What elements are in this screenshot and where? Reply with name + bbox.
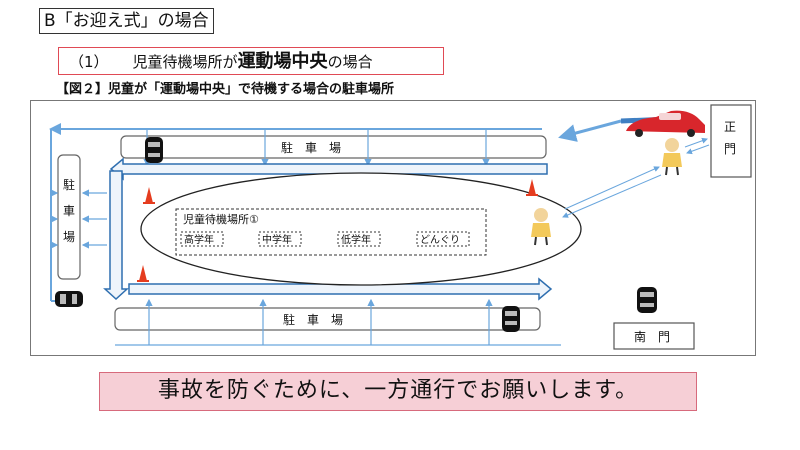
bottom-parking-label: 駐 車 場 [283, 312, 343, 327]
subtitle-suffix: の場合 [327, 53, 373, 71]
car-black-icon [145, 137, 163, 163]
top-parking-area: 駐 車 場 [120, 135, 547, 159]
traffic-cone-icon [526, 179, 538, 196]
page-title: B「お迎え式」の場合 [39, 8, 214, 34]
left-parking-char-2: 車 [63, 204, 75, 218]
south-gate-label: 南 門 [634, 329, 670, 344]
lower-lane-arrow [128, 277, 553, 301]
main-gate-char-1: 正 [724, 120, 736, 134]
waiting-area-box [175, 208, 487, 256]
parking-map-drawing: 駐 車 場 駐 車 場 駐 車 場 正 門 南 門 [49, 104, 752, 350]
walk-arrow-1 [562, 174, 662, 218]
grade-labels: 高学年 中学年 低学年 どんぐり [180, 231, 470, 247]
south-gate: 南 門 [613, 322, 695, 350]
left-parking-char-3: 場 [63, 230, 75, 244]
waiting-area-ellipse [140, 172, 582, 286]
grade-label-low: 低学年 [341, 233, 371, 246]
main-gate-char-2: 門 [724, 142, 736, 156]
subtitle-prefix: 児童待機場所が [132, 53, 238, 71]
bottom-parking-area: 駐 車 場 [114, 307, 541, 331]
grade-label-middle: 中学年 [262, 233, 292, 246]
car-black-icon [637, 287, 657, 313]
subtitle-emphasis: 運動場中央 [237, 51, 328, 72]
grade-label-donguri: どんぐり [420, 234, 460, 246]
child-icon [531, 208, 551, 246]
left-parking-char-1: 駐 [63, 177, 75, 192]
top-parking-label: 駐 車 場 [281, 140, 341, 155]
car-black-icon [55, 291, 83, 307]
child-icon [662, 138, 682, 176]
subtitle-number: （1） [69, 53, 109, 71]
walk-arrow-3 [686, 144, 710, 155]
car-red-icon [626, 110, 705, 137]
main-gate: 正 門 [710, 104, 752, 178]
traffic-cone-icon [143, 187, 155, 204]
figure-caption: 【図２】児童が「運動場中央」で待機する場合の駐車場所 [56, 82, 395, 97]
parking-map: 駐 車 場 駐 車 場 駐 車 場 正 門 南 門 [30, 100, 756, 356]
walk-arrow-4 [684, 137, 708, 148]
car-black-icon [502, 306, 520, 332]
left-lane-arrow [103, 170, 129, 301]
traffic-cone-icon [137, 265, 149, 282]
waiting-area-label: 児童待機場所① [183, 212, 259, 226]
car-entry-arrow [558, 119, 622, 142]
subtitle-box: （1） 児童待機場所が運動場中央の場合 [58, 47, 444, 75]
one-way-notice: 事故を防ぐために、一方通行でお願いします。 [99, 372, 697, 411]
left-parking-area: 駐 車 場 [57, 154, 81, 280]
grade-label-high: 高学年 [184, 233, 214, 246]
walk-arrow-2 [564, 166, 660, 210]
